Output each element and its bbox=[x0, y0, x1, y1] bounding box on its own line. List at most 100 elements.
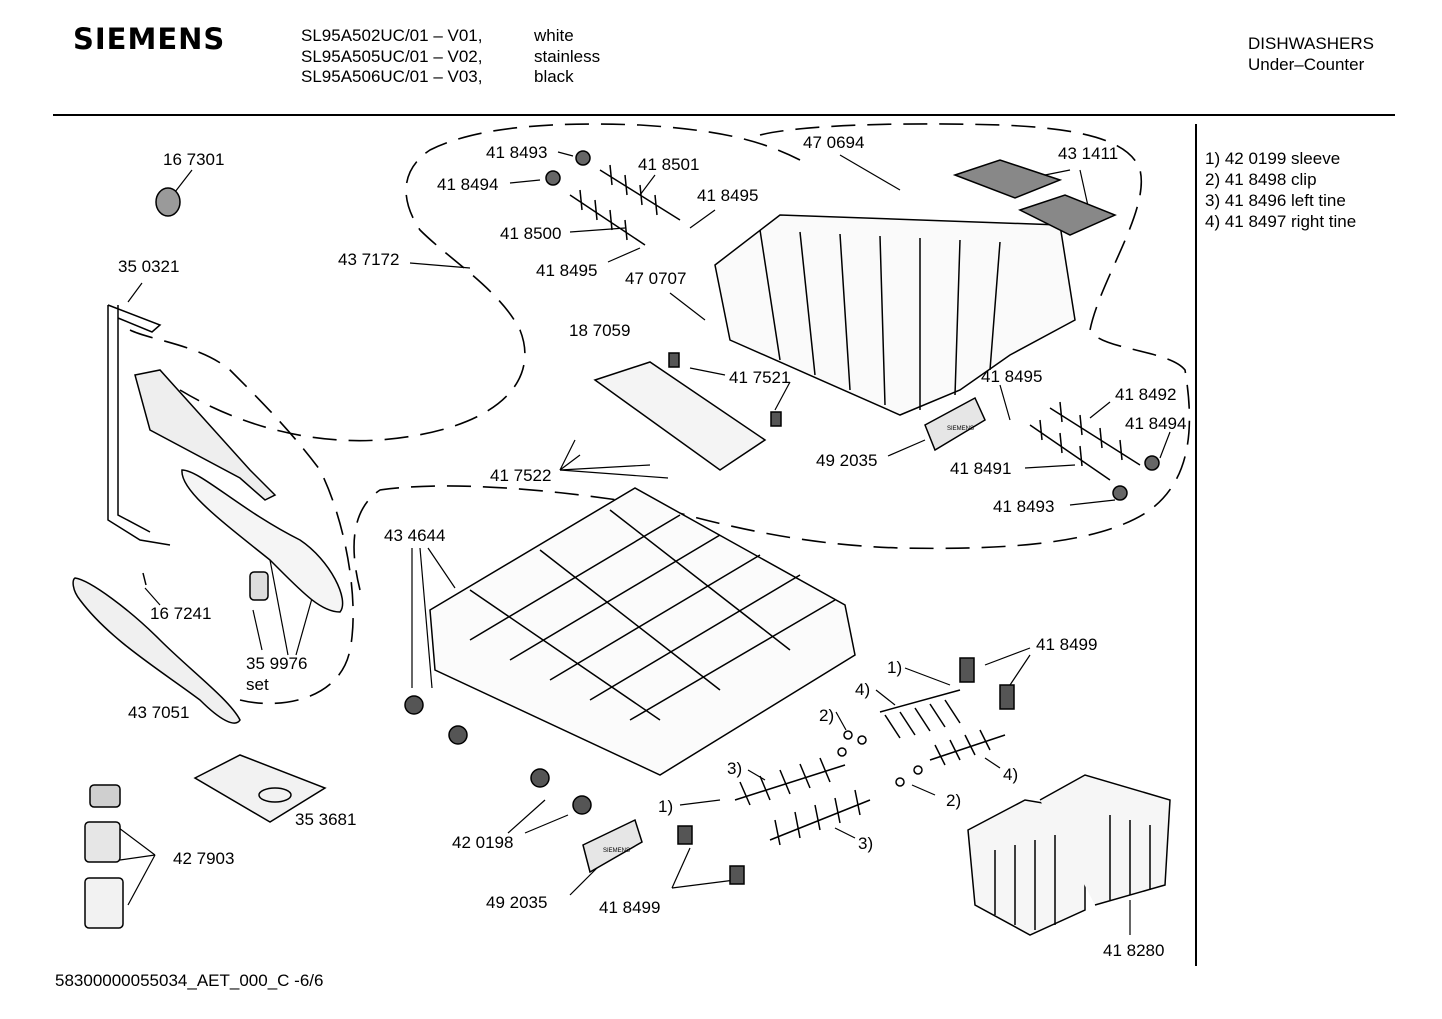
part-label: 41 8495 bbox=[981, 367, 1042, 386]
leader-line bbox=[875, 689, 896, 706]
document-footer: 58300000055034_AET_000_C -6/6 bbox=[55, 971, 324, 990]
side-divider bbox=[1195, 124, 1197, 966]
leader-line bbox=[639, 174, 656, 196]
part-label: 16 7301 bbox=[163, 150, 224, 169]
footnote-legend: 1) 42 0199 sleeve 2) 41 8498 clip 3) 41 … bbox=[1205, 148, 1356, 232]
header-divider bbox=[53, 114, 1395, 116]
leader-line bbox=[557, 151, 574, 157]
clip-part bbox=[1112, 485, 1128, 501]
hinge-part bbox=[999, 684, 1015, 710]
leader-line bbox=[127, 854, 156, 906]
model-row: SL95A505UC/01 – V02, stainless bbox=[301, 47, 600, 68]
spray-arm-group-outline bbox=[129, 329, 354, 705]
leader-line bbox=[774, 381, 791, 411]
part-label: 35 0321 bbox=[118, 257, 179, 276]
leader-line bbox=[904, 667, 951, 686]
part-label: set bbox=[246, 675, 269, 694]
leader-line bbox=[1089, 401, 1111, 419]
group-outlines bbox=[129, 123, 1191, 705]
part-label: 47 0707 bbox=[625, 269, 686, 288]
model-color: stainless bbox=[534, 46, 601, 66]
cutlery-basket-part bbox=[1039, 774, 1171, 906]
cup-shelf-part bbox=[952, 159, 1063, 199]
filter-part bbox=[89, 784, 121, 808]
model-color: black bbox=[534, 67, 574, 86]
part-label: 3) bbox=[858, 834, 873, 853]
leader-line bbox=[1159, 431, 1171, 459]
part-label: 41 8493 bbox=[486, 143, 547, 162]
model-code: SL95A506UC/01 – V03, bbox=[301, 67, 483, 86]
part-label: 1) bbox=[658, 797, 673, 816]
shelf-clip-part bbox=[668, 352, 680, 368]
handle-logos: SIEMENS SIEMENS bbox=[603, 426, 974, 854]
part-drawings bbox=[72, 150, 1171, 936]
leader-line bbox=[119, 854, 156, 861]
rack-handle-part bbox=[582, 818, 643, 874]
footnote-item: 4) 41 8497 right tine bbox=[1205, 212, 1357, 231]
leader-line bbox=[559, 454, 581, 471]
tine-row-part bbox=[599, 164, 681, 221]
part-label: 4) bbox=[855, 680, 870, 699]
part-label: 41 8500 bbox=[500, 224, 561, 243]
leader-line bbox=[114, 824, 156, 856]
model-color: white bbox=[534, 26, 574, 45]
tine-row-part bbox=[879, 689, 961, 739]
filter-part bbox=[84, 877, 124, 929]
leader-line bbox=[507, 799, 546, 834]
leader-line bbox=[999, 384, 1011, 421]
part-label: 4) bbox=[1003, 765, 1018, 784]
category-subtitle: Under–Counter bbox=[1248, 54, 1365, 74]
lower-spray-arm-part bbox=[72, 577, 241, 724]
leader-line bbox=[559, 469, 669, 479]
rack-handle-part bbox=[924, 396, 986, 452]
upper-rack-group-outline bbox=[179, 123, 801, 442]
clip-part bbox=[545, 170, 561, 186]
part-label: 41 8492 bbox=[1115, 385, 1176, 404]
clip-part bbox=[1144, 455, 1160, 471]
clip-part bbox=[843, 730, 853, 740]
clip-part bbox=[575, 150, 591, 166]
filter-plate-hole bbox=[258, 787, 292, 803]
category-title: DISHWASHERS bbox=[1248, 34, 1374, 53]
wheel-part bbox=[404, 695, 424, 715]
part-label: 41 8499 bbox=[599, 898, 660, 917]
part-label: 43 4644 bbox=[384, 526, 445, 545]
tine-row-part bbox=[734, 757, 846, 806]
part-labels: 16 7301 35 0321 16 7241 35 9976 set 43 7… bbox=[118, 133, 1186, 960]
part-label: 47 0694 bbox=[803, 133, 864, 152]
part-label: 41 8494 bbox=[1125, 414, 1186, 433]
leader-line bbox=[252, 609, 263, 651]
leader-line bbox=[671, 847, 691, 889]
leader-line bbox=[409, 262, 471, 269]
leader-line bbox=[127, 282, 143, 303]
cutlery-basket-grid bbox=[994, 815, 1151, 930]
leader-line bbox=[569, 227, 626, 233]
spray-arm-part bbox=[134, 369, 277, 501]
part-label: 41 7521 bbox=[729, 368, 790, 387]
upper-spray-arm-part bbox=[181, 469, 344, 613]
part-label: 43 7051 bbox=[128, 703, 189, 722]
part-label: 2) bbox=[946, 791, 961, 810]
part-label: 49 2035 bbox=[486, 893, 547, 912]
wheel-part bbox=[530, 768, 550, 788]
tine-row-part bbox=[769, 789, 871, 846]
leader-line bbox=[559, 464, 651, 471]
leader-line bbox=[269, 559, 289, 656]
leader-line bbox=[607, 247, 641, 263]
footnote-item: 1) 42 0199 sleeve bbox=[1205, 149, 1341, 168]
part-label: 16 7241 bbox=[150, 604, 211, 623]
leader-line bbox=[984, 647, 1031, 666]
part-label: 49 2035 bbox=[816, 451, 877, 470]
part-label: 43 7172 bbox=[338, 250, 399, 269]
hinge-part bbox=[677, 825, 693, 845]
part-label: 1) bbox=[887, 658, 902, 677]
leader-line bbox=[747, 769, 766, 781]
shelf-clip-part bbox=[770, 411, 782, 427]
part-label: 41 8493 bbox=[993, 497, 1054, 516]
clip-part bbox=[913, 765, 923, 775]
part-label: 2) bbox=[819, 706, 834, 725]
cutlery-shelf-part bbox=[593, 361, 767, 471]
clip-part bbox=[895, 777, 905, 787]
handle-logo-text: SIEMENS bbox=[603, 848, 630, 854]
footnote-item: 2) 41 8498 clip bbox=[1205, 170, 1317, 189]
